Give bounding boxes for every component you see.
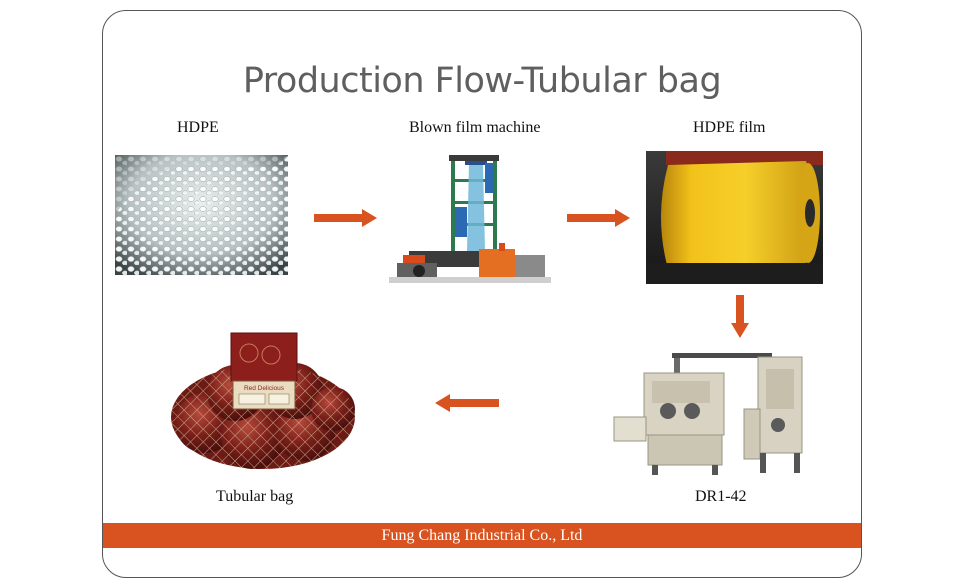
step-label-dr1-42: DR1-42: [695, 488, 747, 505]
product-tag-text: Red Delicious: [244, 385, 285, 392]
step-label-tubular-bag: Tubular bag: [216, 488, 294, 505]
blown-film-machine-photo: [389, 151, 551, 283]
slide: Production Flow-Tubular bag HDPE Blown f…: [102, 10, 862, 578]
slide-title: Production Flow-Tubular bag: [242, 61, 722, 101]
hdpe-film-roll-photo: [646, 151, 823, 284]
arrow-right-icon: [567, 209, 630, 227]
hdpe-pellets-photo: [115, 155, 288, 275]
footer-banner: Fung Chang Industrial Co., Ltd: [103, 523, 861, 548]
arrow-down-icon: [731, 295, 749, 338]
step-label-hdpe-film: HDPE film: [693, 119, 766, 136]
arrow-right-icon: [314, 209, 377, 227]
tubular-bag-photo: Red Delicious: [165, 327, 361, 475]
step-label-blown-film-machine: Blown film machine: [409, 119, 541, 136]
step-label-hdpe: HDPE: [177, 119, 219, 136]
arrow-left-icon: [435, 394, 499, 412]
dr1-42-machine-photo: [608, 349, 808, 477]
